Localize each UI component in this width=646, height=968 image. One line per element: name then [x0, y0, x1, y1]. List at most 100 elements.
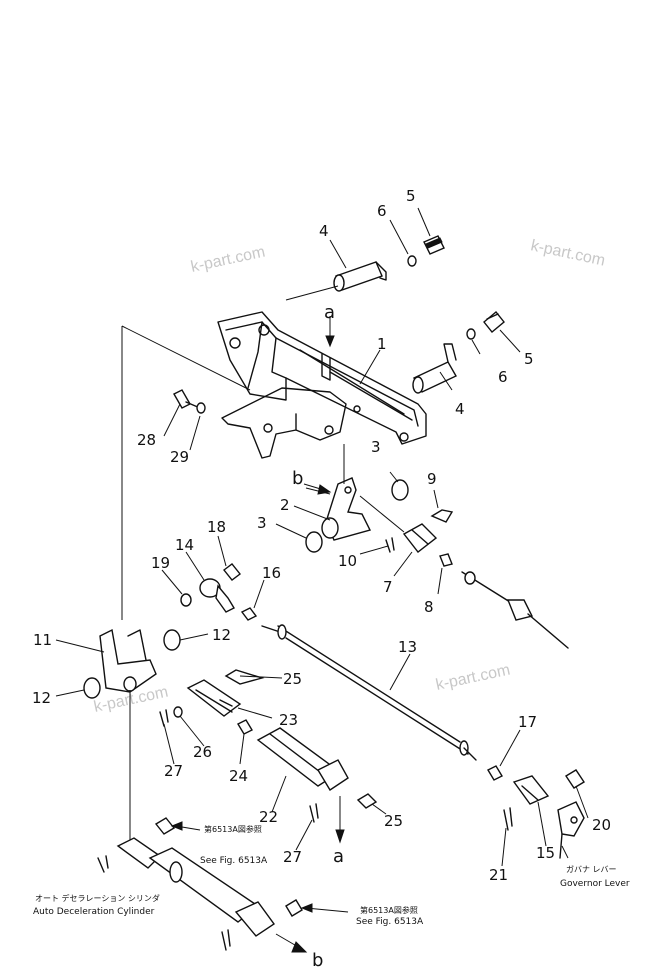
callout-25-lower: 25	[384, 812, 403, 830]
washer-part-6-upper	[407, 255, 417, 267]
nut-part-17	[487, 765, 503, 781]
bolt-part-28	[173, 389, 201, 409]
cotter-pin-part-27-right	[309, 803, 319, 823]
bolt-part-5-upper	[423, 235, 445, 255]
reference-line-pin	[285, 285, 339, 301]
cotter-pin-cylinder-right	[221, 929, 231, 951]
bolt-part-9	[430, 509, 454, 523]
callout-22: 22	[259, 808, 278, 826]
callout-2: 2	[280, 496, 290, 514]
callout-27-left: 27	[164, 762, 183, 780]
bushing-part-12-left	[83, 677, 101, 699]
see-fig-note-1-en: See Fig. 6513A	[200, 856, 268, 866]
cotter-pin-part-21	[503, 807, 513, 831]
governor-label-en: Governor Lever	[560, 879, 630, 889]
nut-part-8	[439, 553, 453, 567]
cylinder-label-jp: オート デセラレーション シリンダ	[35, 893, 160, 903]
cotter-pin-part-27-left	[159, 709, 169, 727]
callout-4-upper: 4	[319, 222, 329, 240]
governor-label-jp: ガバナ レバー	[566, 864, 617, 874]
callout-10: 10	[338, 552, 357, 570]
callout-28: 28	[137, 431, 156, 449]
callout-21: 21	[489, 866, 508, 884]
bolt-part-18	[223, 563, 241, 581]
callout-26: 26	[193, 743, 212, 761]
bushing-part-3-upper	[391, 479, 409, 501]
callout-25-upper: 25	[283, 670, 302, 688]
cylinder-label-en: Auto Deceleration Cylinder	[33, 907, 155, 917]
callout-3-upper: 3	[371, 438, 381, 456]
bolt-cylinder-left	[154, 817, 176, 835]
callout-7: 7	[383, 578, 393, 596]
clevis-part-7	[402, 523, 438, 553]
arrow-a-top	[325, 322, 335, 348]
callout-27-right: 27	[283, 848, 302, 866]
callout-5-upper: 5	[406, 187, 416, 205]
cable-assembly	[461, 571, 569, 649]
callout-11: 11	[33, 631, 52, 649]
callout-18: 18	[207, 518, 226, 536]
callout-3-lower: 3	[257, 514, 267, 532]
watermark-1: k-part.com	[189, 244, 266, 276]
cotter-pin-cylinder-left	[97, 855, 109, 873]
bushing-part-12-right	[163, 629, 181, 651]
bushing-part-3-lower	[305, 531, 323, 553]
nut-part-16	[240, 607, 258, 621]
see-fig-note-2-en: See Fig. 6513A	[356, 917, 424, 927]
callout-24: 24	[229, 767, 248, 785]
arrow-b-top	[303, 483, 332, 495]
callout-14: 14	[175, 536, 194, 554]
arrow-b-bottom	[275, 933, 308, 953]
reference-line-clevis	[359, 495, 405, 533]
pin-part-4-lower	[412, 343, 457, 394]
callout-6-lower: 6	[498, 368, 508, 386]
leader-lines	[55, 207, 589, 867]
cylinder-rod-part-22	[256, 727, 349, 791]
see-fig-note-1-jp: 第6513A図参照	[204, 824, 262, 834]
bolt-part-20	[565, 769, 585, 789]
callout-6-upper: 6	[377, 202, 387, 220]
bolt-cylinder-right	[285, 899, 303, 917]
see-fig-note-2-jp: 第6513A図参照	[360, 905, 418, 915]
callout-19: 19	[151, 554, 170, 572]
cotter-pin-part-10	[385, 537, 395, 553]
lever-part-11	[99, 628, 157, 693]
pin-part-4-upper	[333, 261, 387, 292]
callout-4-lower: 4	[455, 400, 465, 418]
ref-b-top: b	[292, 468, 303, 489]
ref-a-top: a	[324, 302, 335, 323]
callout-29: 29	[170, 448, 189, 466]
callout-15: 15	[536, 844, 555, 862]
washer-part-19	[180, 593, 192, 607]
rod-part-13	[261, 624, 477, 761]
clevis-part-23	[186, 679, 242, 717]
bolt-part-5-lower	[483, 311, 505, 333]
callout-1: 1	[377, 335, 387, 353]
arrow-see-fig-1	[170, 821, 201, 831]
bolt-part-25-lower	[356, 793, 378, 809]
callout-20: 20	[592, 816, 611, 834]
callout-17: 17	[518, 713, 537, 731]
ref-a-bottom: a	[333, 846, 344, 867]
governor-lever	[557, 801, 585, 859]
ball-joint-part-14	[199, 578, 235, 613]
callout-12-left: 12	[32, 689, 51, 707]
ref-b-bottom: b	[312, 950, 323, 968]
callout-9: 9	[427, 470, 437, 488]
callout-23: 23	[279, 711, 298, 729]
callout-12-right: 12	[212, 626, 231, 644]
nut-part-24	[237, 719, 253, 735]
clevis-part-15	[512, 775, 550, 805]
auto-deceleration-cylinder	[116, 837, 275, 937]
bolt-part-25-upper	[224, 669, 265, 685]
arrow-a-bottom	[335, 829, 345, 844]
callout-5-lower: 5	[524, 350, 534, 368]
watermark-2: k-part.com	[529, 237, 606, 269]
bracket-part-1	[217, 311, 427, 459]
reference-line-diagonal	[121, 325, 251, 391]
arrow-governor	[561, 845, 569, 859]
washer-part-29	[196, 402, 206, 414]
callout-8: 8	[424, 598, 434, 616]
washer-part-26	[173, 706, 183, 718]
